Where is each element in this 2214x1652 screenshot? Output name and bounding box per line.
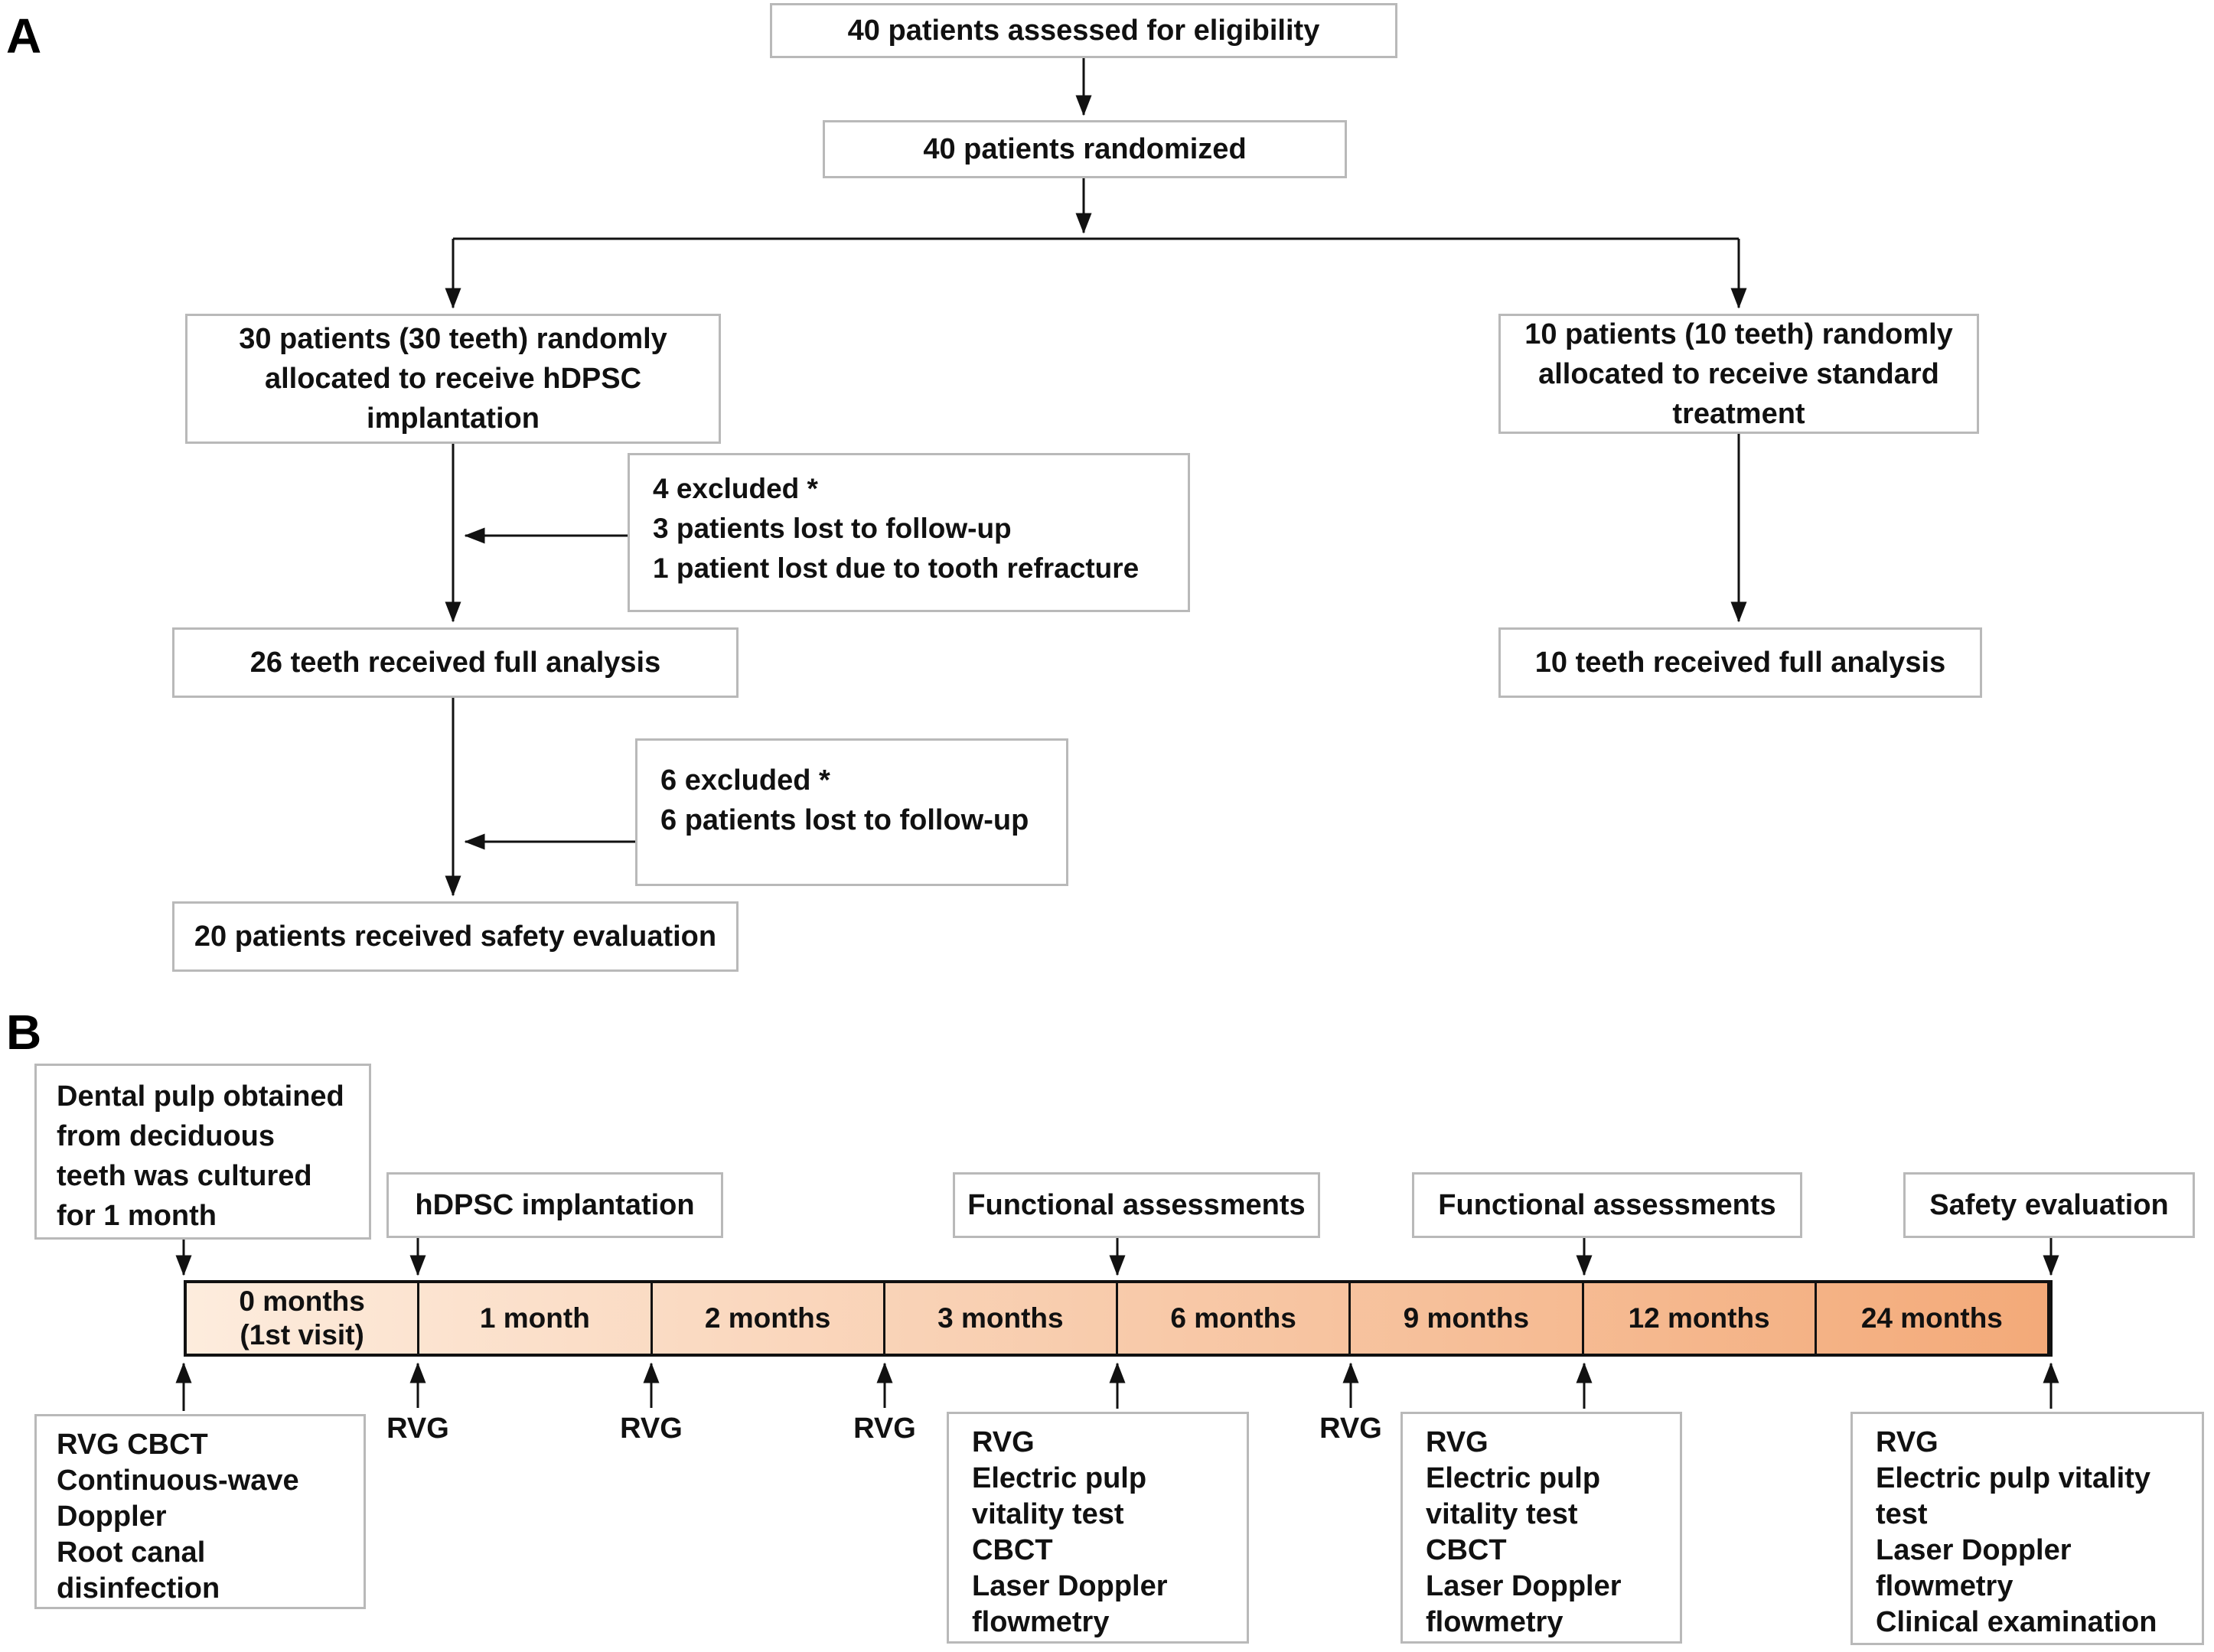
timeline-segment-12months: 12 months [1584, 1283, 1817, 1354]
box-hdpsc-implantation: hDPSC implantation [386, 1172, 723, 1238]
rvg-label-3months: RVG [853, 1413, 916, 1445]
box-assessments-24months: RVG Electric pulp vitality test Laser Do… [1850, 1412, 2204, 1645]
rvg-label-1month: RVG [386, 1413, 449, 1445]
box-excluded-1: 4 excluded * 3 patients lost to follow-u… [628, 453, 1190, 612]
timeline-segment-24months: 24 months [1860, 1302, 2003, 1334]
rvg-label-9months: RVG [1319, 1413, 1382, 1445]
box-dental-pulp-culture: Dental pulp obtained from deciduous teet… [34, 1064, 371, 1240]
box-full-analysis-standard: 10 teeth received full analysis [1498, 627, 1982, 698]
box-safety-evaluation: 20 patients received safety evaluation [172, 901, 739, 972]
panel-a-label: A [6, 8, 42, 64]
timeline-segment-1month: 1 month [419, 1283, 653, 1354]
box-randomized: 40 patients randomized [823, 120, 1347, 178]
box-excluded-2: 6 excluded * 6 patients lost to follow-u… [635, 738, 1068, 886]
timeline-segment-2months: 2 months [653, 1283, 885, 1354]
timeline-bar: 0 months (1st visit) 1 month 2 months 3 … [184, 1280, 2053, 1357]
timeline-segment-3months: 3 months [885, 1283, 1118, 1354]
box-assessments-baseline: RVG CBCT Continuous-wave Doppler Root ca… [34, 1414, 366, 1609]
rvg-label-2months: RVG [620, 1413, 683, 1445]
timeline-segment-6months: 6 months [1118, 1283, 1352, 1354]
box-functional-assessments-1: Functional assessments [953, 1172, 1320, 1238]
box-assessed-eligibility: 40 patients assessed for eligibility [770, 3, 1397, 58]
box-assessments-9months: RVG Electric pulp vitality test CBCT Las… [1400, 1412, 1682, 1644]
box-full-analysis-hdpsc: 26 teeth received full analysis [172, 627, 739, 698]
timeline-segment-9months: 9 months [1351, 1283, 1584, 1354]
box-allocation-standard: 10 patients (10 teeth) randomly allocate… [1498, 314, 1979, 434]
box-safety-evaluation-label: Safety evaluation [1903, 1172, 2195, 1238]
timeline-segment-0months: 0 months (1st visit) [187, 1283, 420, 1354]
box-assessments-3months: RVG Electric pulp vitality test CBCT Las… [947, 1412, 1249, 1644]
box-functional-assessments-2: Functional assessments [1412, 1172, 1802, 1238]
box-allocation-hdpsc: 30 patients (30 teeth) randomly allocate… [185, 314, 721, 444]
panel-b-label: B [6, 1005, 42, 1060]
